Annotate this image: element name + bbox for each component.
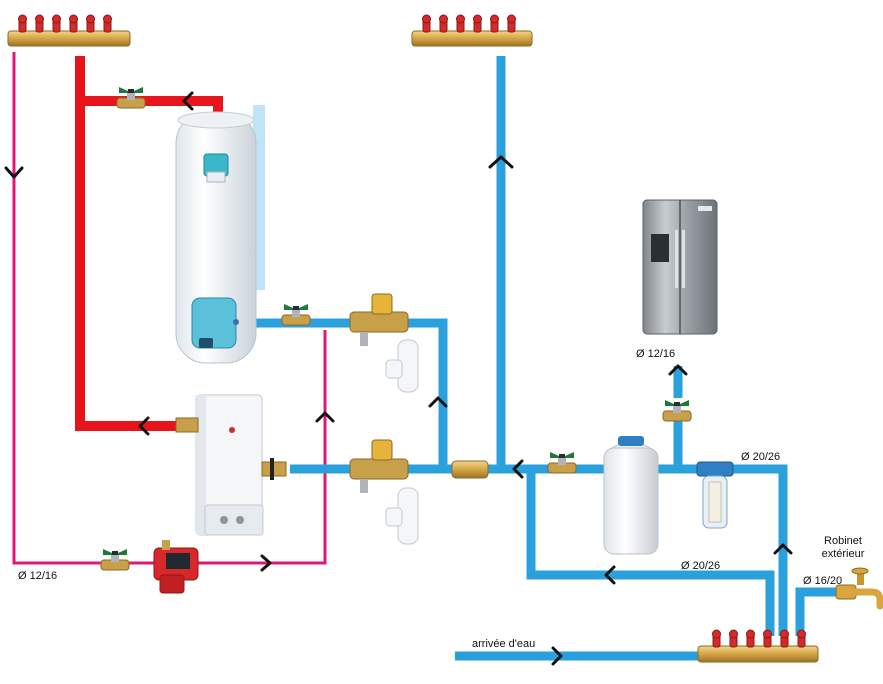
outdoor-tap-label-line2: extérieur (821, 548, 865, 560)
refrigerator-icon (642, 199, 718, 335)
boiler-icon (186, 394, 264, 536)
check-valve-icon (451, 460, 489, 479)
diameter-label-fridge: Ø 12/16 (636, 348, 676, 360)
diameter-label-return-loop: Ø 12/16 (18, 570, 58, 582)
ball-valve-icon (116, 86, 146, 109)
return-loop-pipe (12, 52, 327, 565)
direction-chevron-icon (4, 91, 793, 666)
safety-group-icon (349, 293, 419, 393)
diameter-label-softener-return: Ø 20/26 (681, 560, 721, 572)
ball-valve-icon (547, 451, 577, 474)
water-inlet-label: arrivée d'eau (472, 638, 536, 650)
boiler-valve-icon (175, 417, 199, 433)
diameter-label-filter: Ø 20/26 (741, 451, 781, 463)
outdoor-tap-label-line1: Robinet (824, 535, 862, 547)
manifold-top-left (7, 14, 131, 47)
water-heater-icon (175, 111, 257, 364)
diameter-label-outdoor: Ø 16/20 (803, 575, 843, 587)
outdoor-tap-label: Robinet extérieur (812, 535, 874, 561)
outdoor-tap-icon (835, 567, 883, 610)
water-softener-icon (603, 436, 659, 555)
filter-icon (696, 461, 734, 529)
ball-valve-icon (281, 303, 311, 326)
circulator-pump-icon (153, 540, 199, 594)
cold-water-pipe (255, 56, 838, 661)
manifold-top-center (411, 14, 533, 47)
safety-group-icon (349, 439, 419, 545)
valve-handle (270, 458, 274, 480)
ball-valve-icon (100, 548, 130, 571)
ball-valve-icon (662, 399, 692, 422)
manifold-bottom-right (697, 629, 819, 663)
